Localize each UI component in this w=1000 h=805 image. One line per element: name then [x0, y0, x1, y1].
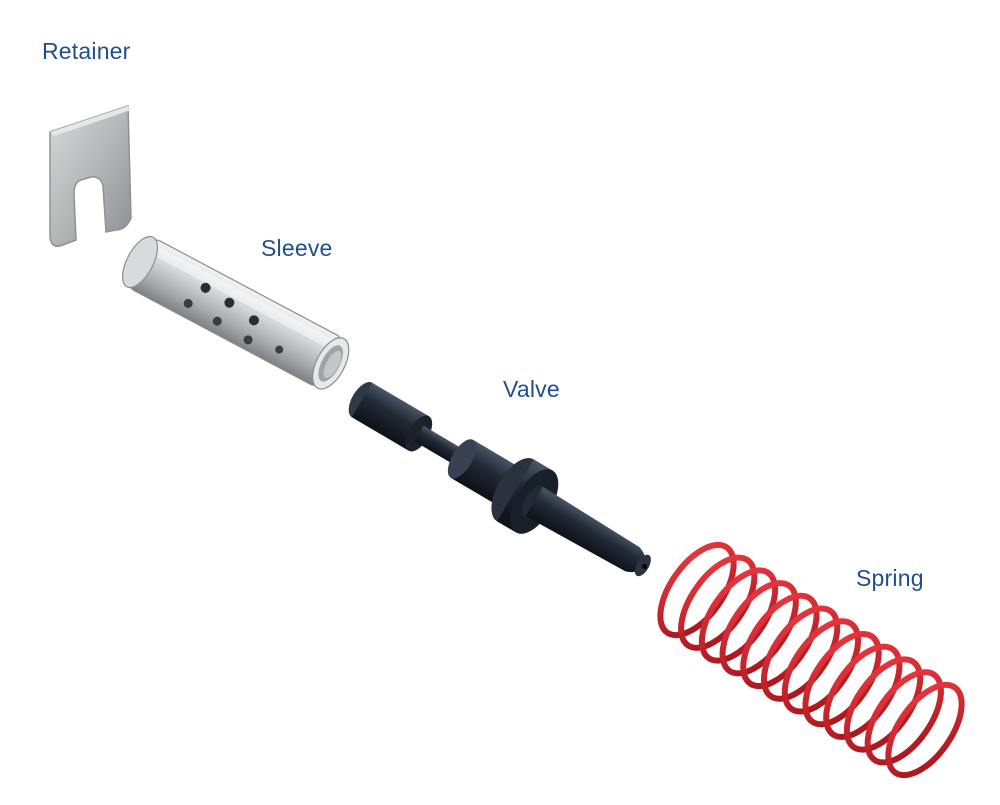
valve-piston-icon: [348, 382, 651, 577]
retainer-clip-icon: [49, 104, 132, 248]
spring-coil-turn: [760, 605, 841, 702]
label-sleeve: Sleeve: [261, 235, 333, 261]
coil-spring-icon: [657, 541, 965, 779]
label-spring: Spring: [856, 565, 924, 591]
label-retainer: Retainer: [42, 38, 131, 64]
spring-coil-turn: [740, 592, 820, 690]
spring-coil-turn: [802, 630, 882, 728]
spring-coil-turn: [719, 580, 799, 677]
spring-coil-turn: [885, 681, 965, 779]
spring-coil-turn: [678, 554, 758, 651]
label-valve: Valve: [503, 376, 560, 402]
spring-coil-turn: [657, 541, 737, 639]
spring-coil-turn: [781, 618, 862, 715]
spring-coil-turn: [843, 656, 924, 753]
spring-coil-turn: [864, 669, 944, 766]
spring-coil-turn: [823, 643, 903, 740]
sleeve-tube-icon: [121, 235, 350, 390]
spring-coil-turn: [698, 567, 779, 664]
